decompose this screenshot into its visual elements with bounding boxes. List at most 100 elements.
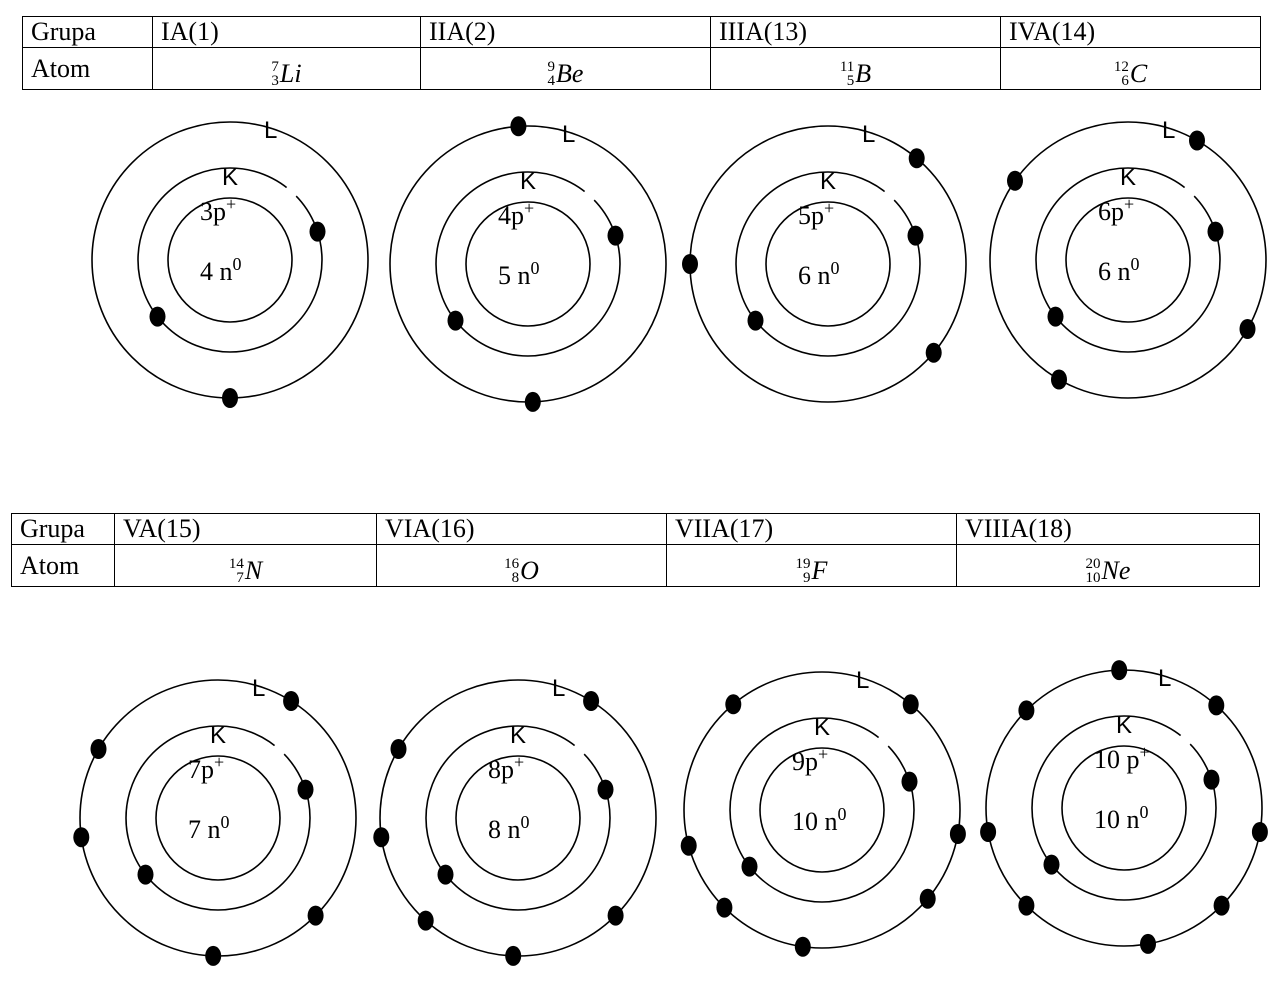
k-shell-label: K bbox=[222, 164, 238, 191]
k-electron bbox=[1203, 769, 1220, 790]
proton-count: 10 p+ bbox=[1094, 742, 1150, 774]
l-electron bbox=[1251, 822, 1268, 842]
l-electron bbox=[1189, 130, 1205, 151]
atomic-number: 8 bbox=[511, 570, 520, 586]
l-electron bbox=[373, 827, 390, 848]
k-shell-label: K bbox=[1116, 712, 1132, 739]
group-cell: VIIIA(18) bbox=[956, 513, 1260, 545]
group-table-bottom: Grupa VA(15) VIA(16) VIIA(17) VIIIA(18) … bbox=[11, 513, 1260, 587]
l-electron bbox=[1018, 700, 1035, 721]
l-electron bbox=[205, 945, 222, 966]
k-electron bbox=[297, 779, 314, 800]
nucleus-circle bbox=[155, 755, 281, 881]
element-symbol: Be bbox=[556, 59, 584, 88]
l-electron bbox=[980, 822, 997, 842]
proton-count: 7p+ bbox=[188, 752, 224, 784]
mass-number: 14 bbox=[228, 556, 244, 572]
row-header-atom: Atom bbox=[11, 544, 115, 587]
k-electron bbox=[1043, 854, 1060, 875]
k-shell-circle bbox=[729, 717, 915, 903]
mass-number: 9 bbox=[547, 59, 556, 75]
l-shell-label: L bbox=[252, 675, 265, 702]
k-shell-gap bbox=[582, 189, 596, 202]
group-row: Grupa VA(15) VIA(16) VIIA(17) VIIIA(18) bbox=[11, 513, 1260, 545]
atomic-number: 5 bbox=[846, 73, 855, 89]
l-electron bbox=[725, 694, 742, 715]
k-shell-label: K bbox=[510, 722, 526, 749]
k-shell-circle bbox=[137, 167, 323, 353]
l-electron bbox=[682, 254, 698, 274]
nucleus-circle bbox=[1061, 745, 1187, 871]
l-electron bbox=[794, 936, 811, 957]
k-electron bbox=[447, 310, 464, 331]
l-electron bbox=[524, 391, 541, 412]
mass-number: 16 bbox=[504, 556, 520, 572]
l-electron bbox=[1111, 660, 1128, 681]
proton-count: 9p+ bbox=[792, 744, 828, 776]
l-shell-circle bbox=[989, 121, 1267, 399]
l-electron bbox=[283, 691, 300, 711]
l-electron bbox=[925, 342, 942, 363]
k-electron bbox=[597, 779, 614, 800]
l-electron bbox=[505, 945, 522, 966]
l-electron bbox=[716, 897, 733, 918]
l-electron bbox=[607, 905, 624, 926]
k-electron bbox=[1047, 306, 1064, 327]
l-shell-label: L bbox=[1158, 665, 1171, 692]
k-shell-circle bbox=[1031, 715, 1217, 901]
k-shell-gap bbox=[882, 189, 896, 202]
group-cell: IIA(2) bbox=[420, 16, 711, 48]
mass-number: 12 bbox=[1113, 59, 1129, 75]
k-electron bbox=[309, 221, 326, 242]
k-shell-gap bbox=[272, 743, 286, 756]
k-shell-gap bbox=[1182, 185, 1196, 198]
k-shell-label: K bbox=[814, 714, 830, 741]
l-electron bbox=[1239, 319, 1256, 339]
group-cell: VIA(16) bbox=[376, 513, 667, 545]
mass-number: 11 bbox=[839, 59, 855, 75]
k-shell-circle bbox=[735, 171, 921, 357]
group-table-top: Grupa IA(1) IIA(2) IIIA(13) IVA(14) Atom… bbox=[22, 16, 1261, 90]
k-shell-gap bbox=[572, 743, 586, 756]
atomic-number: 10 bbox=[1085, 570, 1101, 586]
nucleus-circle bbox=[765, 201, 891, 327]
row-header-group: Grupa bbox=[11, 513, 115, 545]
l-electron bbox=[680, 835, 697, 856]
proton-count: 8p+ bbox=[488, 752, 524, 784]
k-shell-gap bbox=[876, 735, 890, 748]
element-symbol: O bbox=[520, 556, 539, 585]
k-electron bbox=[607, 225, 624, 246]
l-shell-label: L bbox=[562, 121, 575, 148]
atomic-number: 7 bbox=[236, 570, 244, 586]
k-electron bbox=[137, 864, 154, 885]
k-electron bbox=[901, 771, 918, 792]
l-electron bbox=[417, 910, 434, 931]
row-header-atom: Atom bbox=[22, 47, 153, 90]
l-shell-label: L bbox=[552, 675, 565, 702]
k-shell-circle bbox=[425, 725, 611, 911]
l-electron bbox=[1051, 369, 1067, 390]
k-shell-label: K bbox=[1120, 164, 1136, 191]
l-electron bbox=[1208, 695, 1225, 716]
k-shell-label: K bbox=[520, 168, 536, 195]
k-shell-circle bbox=[1035, 167, 1221, 353]
k-shell-circle bbox=[435, 171, 621, 357]
l-electron bbox=[908, 148, 925, 169]
